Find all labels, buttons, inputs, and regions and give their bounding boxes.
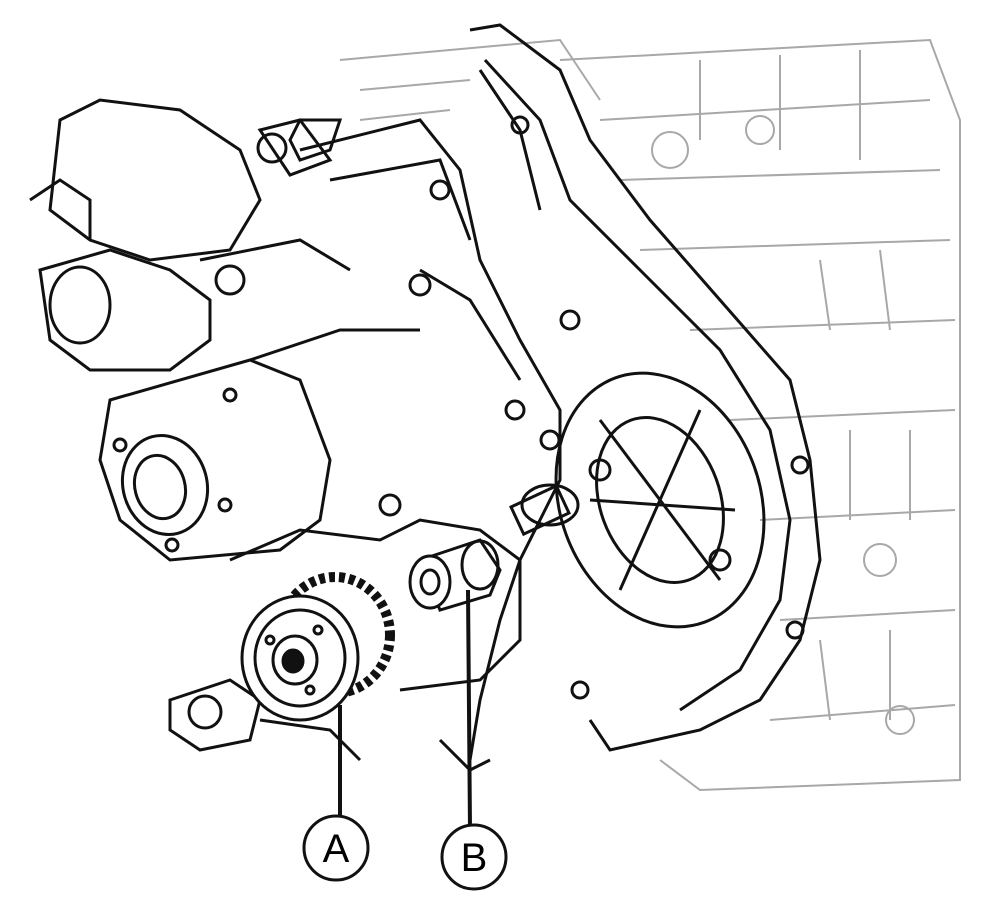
callout-b-circle (440, 823, 508, 891)
idler-pulley-b (408, 538, 502, 612)
callout-a-circle (302, 814, 370, 882)
engine-block-background (339, 38, 961, 792)
leader-lines (338, 589, 472, 831)
callout-b: B (440, 823, 508, 891)
crankshaft-sprocket-a (240, 572, 395, 722)
pump-housing (29, 98, 351, 372)
callout-a: A (302, 814, 370, 882)
timing-cover (469, 23, 822, 752)
callout-a-label: A (323, 827, 350, 871)
pump-flange (98, 328, 420, 562)
lower-bracket (168, 518, 522, 772)
leader-line-b (466, 589, 472, 831)
callout-b-label: B (461, 836, 488, 880)
front-housing (256, 118, 562, 761)
